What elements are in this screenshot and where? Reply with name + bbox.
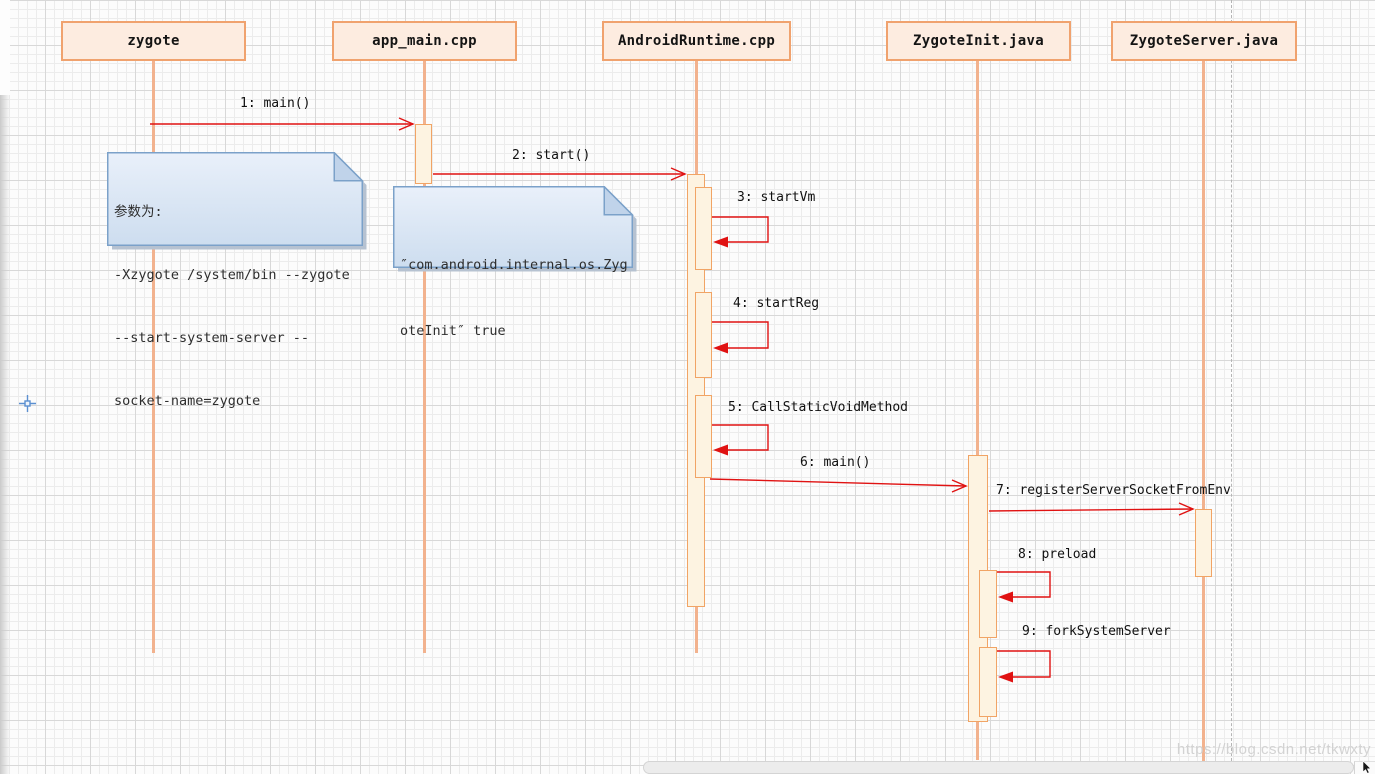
lifeline-head-androidruntime: AndroidRuntime.cpp <box>602 21 791 61</box>
message-6-label: 6: main() <box>800 455 871 470</box>
message-9-label: 9: forkSystemServer <box>1022 624 1171 639</box>
activation-androidruntime-callstatic <box>695 395 712 478</box>
message-4-label: 4: startReg <box>733 296 820 311</box>
watermark: https://blog.csdn.net/tkwxty <box>1176 741 1371 758</box>
lifeline-head-zygoteserver: ZygoteServer.java <box>1111 21 1297 61</box>
note-line: -Xzygote /system/bin --zygote <box>114 267 350 283</box>
lifeline-head-app-main: app_main.cpp <box>332 21 517 61</box>
page-break-guide <box>1231 0 1232 761</box>
lifeline-zygote <box>152 61 155 653</box>
activation-zygoteinit-preload <box>979 570 997 638</box>
activation-zygoteinit-fork <box>979 647 997 717</box>
message-7-label: 7: registerServerSocketFromEnv <box>996 483 1231 498</box>
activation-androidruntime-startvm <box>695 187 712 270</box>
note-line: 参数为: <box>114 204 163 220</box>
mouse-cursor-icon <box>1362 761 1372 774</box>
note-line: socket-name=zygote <box>114 393 261 409</box>
lifeline-zygoteserver <box>1202 61 1205 762</box>
lifeline-head-zygoteinit: ZygoteInit.java <box>886 21 1071 61</box>
crosshair-marker <box>19 395 36 412</box>
message-5-label: 5: CallStaticVoidMethod <box>728 400 909 415</box>
message-1-label: 1: main() <box>240 96 311 111</box>
note-shape <box>393 184 637 272</box>
note-line: ″com.android.internal.os.Zyg <box>400 257 628 273</box>
note-line: oteInit″ true <box>400 323 506 339</box>
lifeline-app-main <box>423 61 426 653</box>
message-3-label: 3: startVm <box>737 190 816 205</box>
activation-zygoteserver <box>1195 509 1212 577</box>
lifeline-zygoteinit <box>976 61 979 760</box>
note-shape <box>107 150 367 250</box>
canvas-edge <box>0 0 10 95</box>
note-zygote-args: 参数为: -Xzygote /system/bin --zygote --sta… <box>107 150 369 409</box>
horizontal-scrollbar[interactable] <box>643 761 1354 774</box>
canvas-edge-shadow <box>0 95 10 774</box>
note-line: --start-system-server -- <box>114 330 310 346</box>
lifeline-head-zygote: zygote <box>61 21 246 61</box>
activation-androidruntime-outer <box>687 174 705 607</box>
message-8-label: 8: preload <box>1018 547 1097 562</box>
activation-androidruntime-startreg <box>695 292 712 378</box>
activation-app-main <box>415 124 432 184</box>
note-zygoteinit-class: ″com.android.internal.os.Zyg oteInit″ tr… <box>393 184 639 339</box>
message-2-label: 2: start() <box>512 148 591 163</box>
